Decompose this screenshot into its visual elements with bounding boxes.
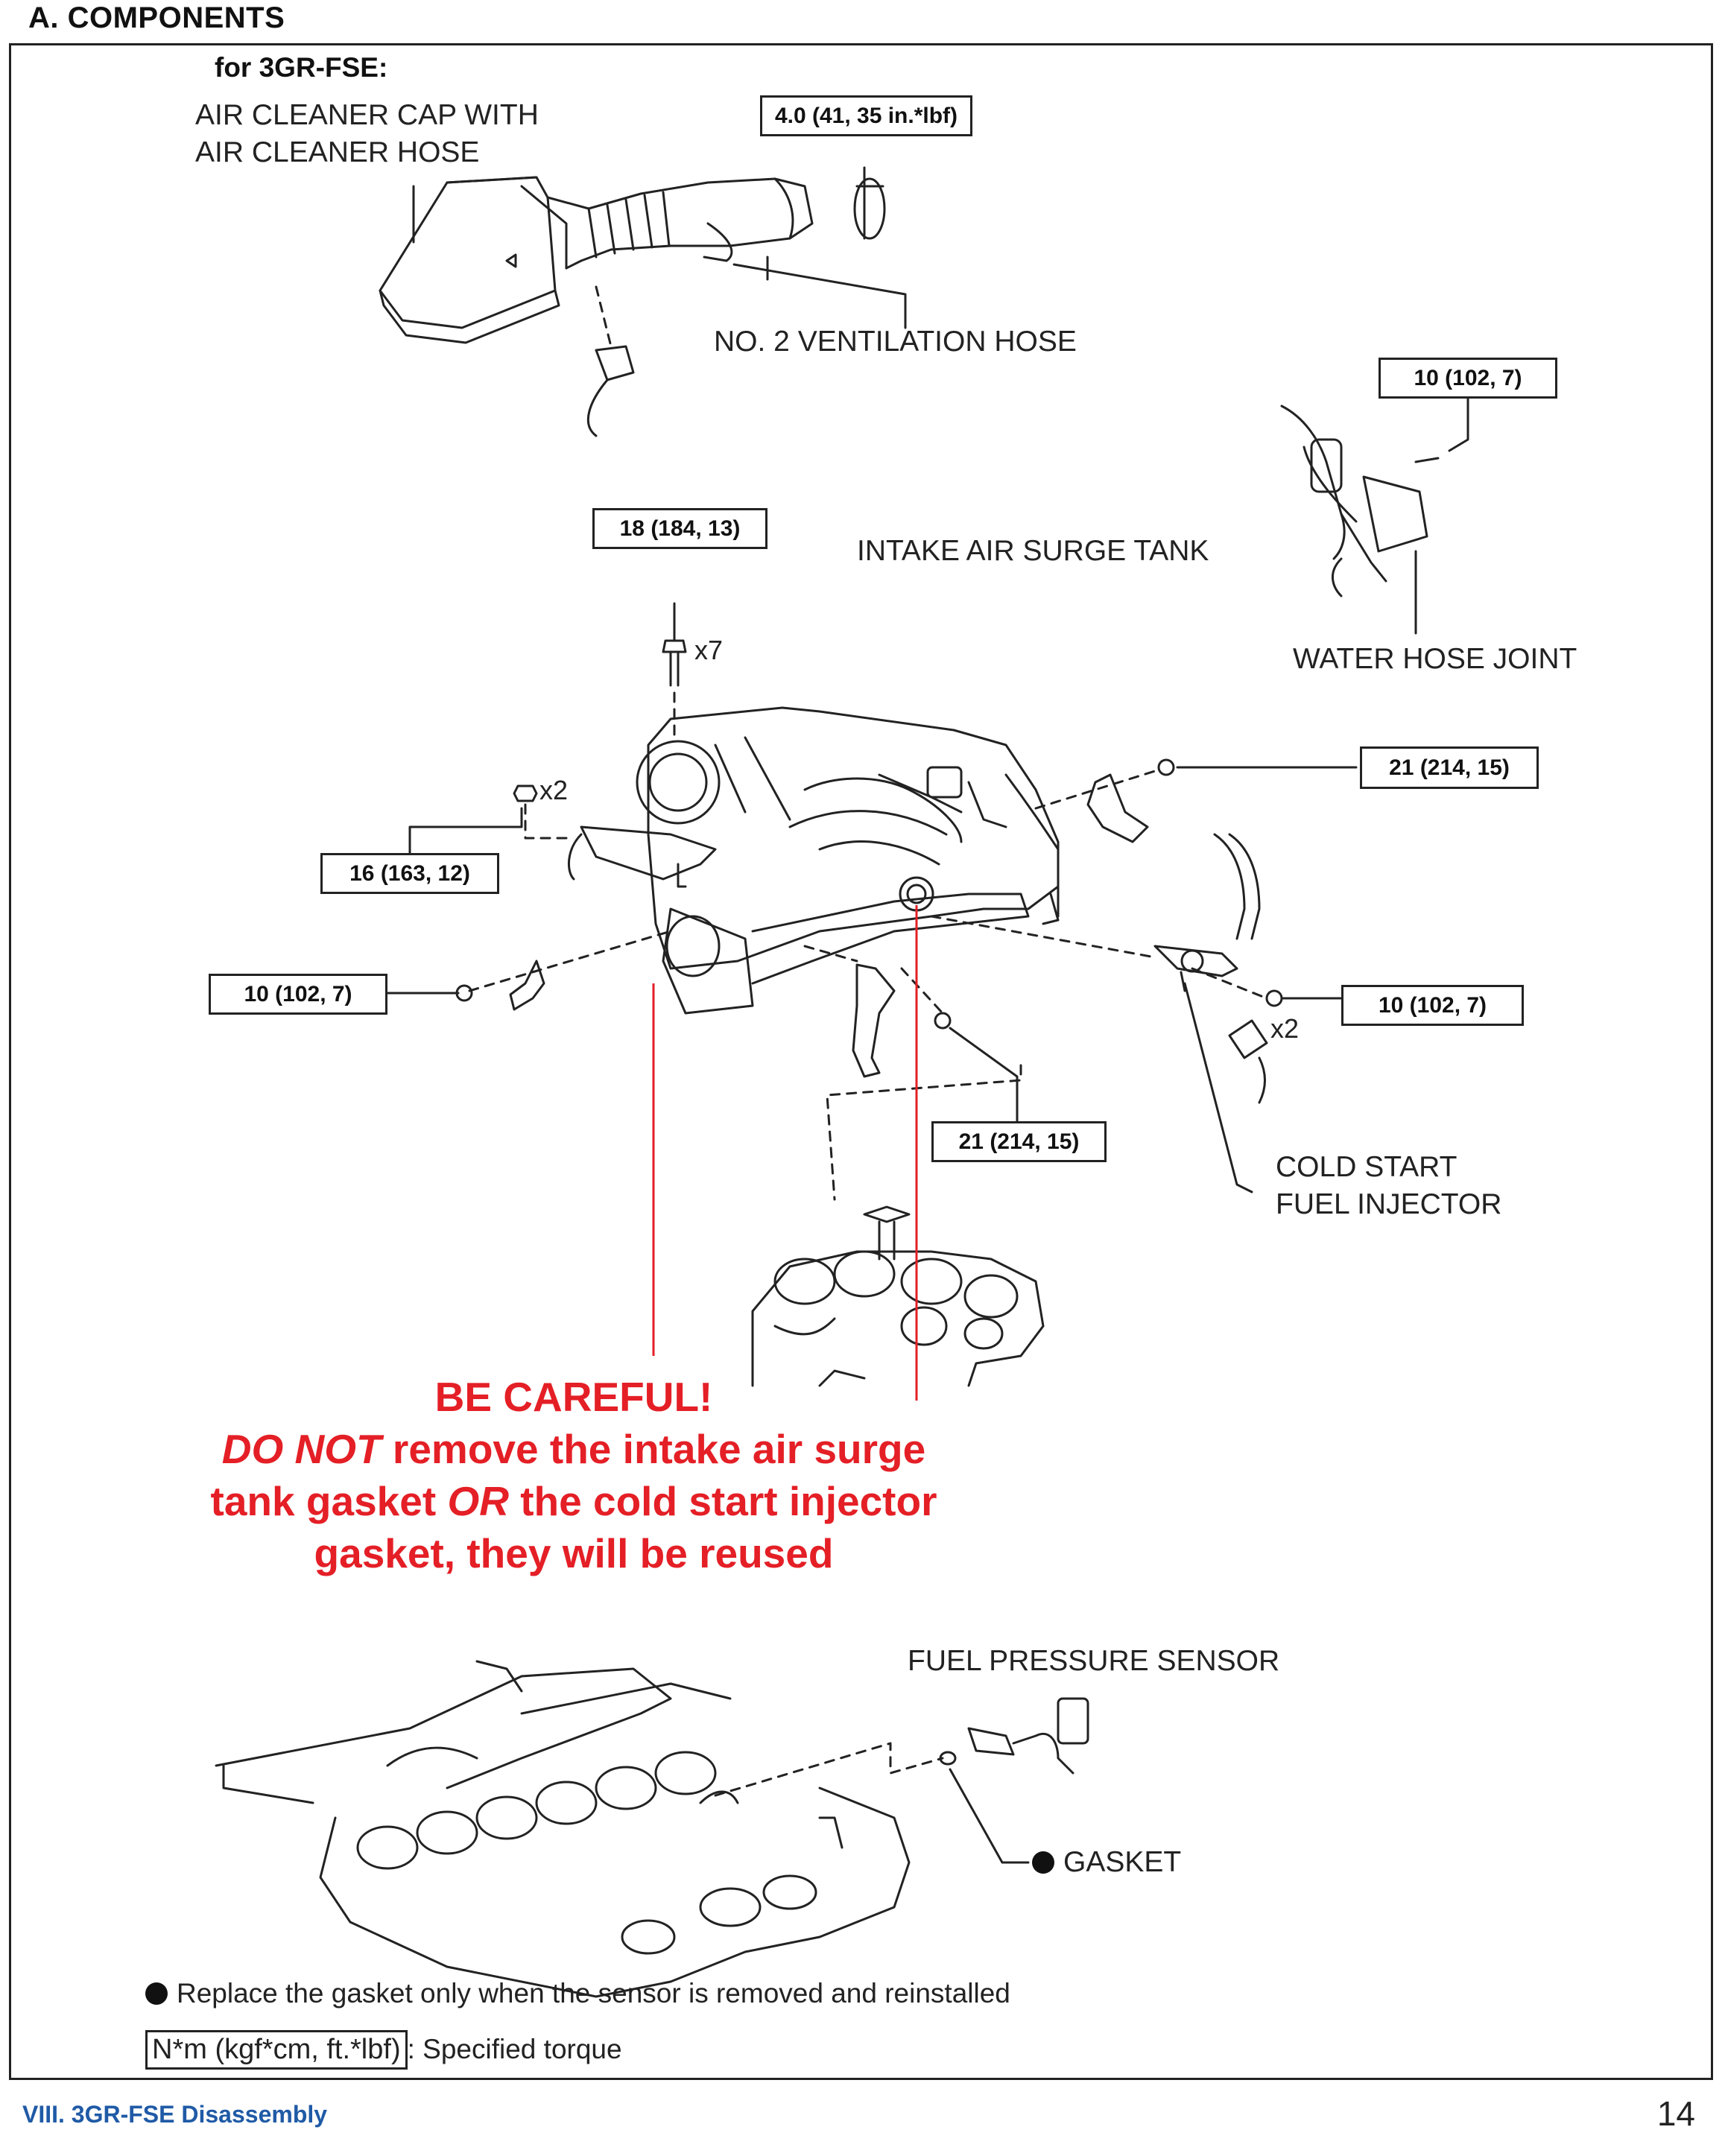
label-gasket: GASKET — [1032, 1844, 1181, 1881]
bottom-engine-drawing — [215, 1660, 911, 1998]
warning-line3-emph: OR — [447, 1478, 509, 1524]
lower-bracket-drawing — [852, 963, 952, 1078]
replace-dot-legend-icon — [145, 1982, 168, 2005]
torque-surge-tank-bolt: 18 (184, 13) — [592, 508, 767, 549]
label-cold-start-line1: COLD START — [1276, 1151, 1457, 1183]
torque-clamp: 4.0 (41, 35 in.*lbf) — [760, 95, 972, 136]
qty-surge-tank-bolts: x7 — [694, 635, 724, 665]
water-hose-joint-drawing — [1280, 405, 1440, 597]
label-intake-air-surge-tank: INTAKE AIR SURGE TANK — [857, 535, 1209, 567]
air-cleaner-cap-drawing — [379, 176, 814, 344]
label-gasket-text: GASKET — [1063, 1846, 1182, 1878]
section-title: A. COMPONENTS — [28, 1, 285, 34]
iat-sensor-drawing — [586, 345, 635, 437]
nut-drawing — [513, 784, 538, 802]
label-cold-start-injector: COLD START FUEL INJECTOR — [1276, 1149, 1501, 1223]
torque-lower-bracket-bolt: 21 (214, 15) — [931, 1121, 1107, 1162]
warning-line3: tank gasket OR the cold start injector — [104, 1475, 1043, 1527]
torque-right-bracket-bolt: 21 (214, 15) — [1360, 746, 1539, 789]
fuel-pressure-sensor-drawing — [939, 1697, 1089, 1775]
warning-line2: DO NOT remove the intake air surge — [104, 1423, 1043, 1475]
engine-variant-label: for 3GR-FSE: — [215, 52, 388, 83]
qty-nuts: x2 — [539, 775, 569, 805]
label-cold-start-line2: FUEL INJECTOR — [1276, 1188, 1502, 1220]
legend-torque-units: N*m (kgf*cm, ft.*lbf) — [145, 2030, 408, 2070]
label-no2-ventilation-hose: NO. 2 VENTILATION HOSE — [714, 326, 1077, 358]
warning-line3-a: tank gasket — [210, 1478, 448, 1524]
hose-clamp-drawing — [853, 166, 886, 240]
page-number: 14 — [1656, 2094, 1695, 2133]
legend-torque-desc: : Specified torque — [407, 2034, 622, 2064]
surge-tank-bolt-drawing — [662, 602, 687, 687]
label-fuel-pressure-sensor: FUEL PRESSURE SENSOR — [908, 1645, 1280, 1677]
legend-replace-text: Replace the gasket only when the sensor … — [177, 1978, 1010, 2008]
warning-line3-b: the cold start injector — [508, 1478, 937, 1524]
torque-water-hose-bolt: 10 (102, 7) — [1379, 358, 1557, 399]
label-water-hose-joint: WATER HOSE JOINT — [1293, 643, 1577, 675]
torque-nut: 16 (163, 12) — [320, 853, 499, 894]
label-air-cleaner-cap: AIR CLEANER CAP WITH AIR CLEANER HOSE — [195, 97, 539, 171]
warning-note: BE CAREFUL! DO NOT remove the intake air… — [104, 1371, 1043, 1579]
torque-injector-bolt: 10 (102, 7) — [1341, 985, 1524, 1026]
warning-line4: gasket, they will be reused — [314, 1530, 834, 1576]
label-air-cleaner-cap-line2: AIR CLEANER HOSE — [195, 136, 480, 168]
cylinder-head-drawing — [751, 1205, 1045, 1387]
qty-injector-bolts: x2 — [1270, 1013, 1300, 1044]
legend-replace-note: Replace the gasket only when the sensor … — [145, 1978, 1010, 2009]
label-air-cleaner-cap-line1: AIR CLEANER CAP WITH — [195, 99, 539, 131]
footer-section-name: VIII. 3GR-FSE Disassembly — [22, 2101, 328, 2128]
right-bracket-drawing — [1086, 758, 1175, 843]
replace-dot-icon — [1032, 1851, 1054, 1874]
surge-tank-drawing — [567, 706, 1060, 1015]
diagram-frame — [9, 43, 1713, 2080]
legend-torque: N*m (kgf*cm, ft.*lbf): Specified torque — [145, 2030, 622, 2070]
warning-title: BE CAREFUL! — [434, 1374, 713, 1420]
torque-left-bracket-bolt: 10 (102, 7) — [209, 974, 387, 1015]
cold-start-injector-drawing — [1153, 833, 1283, 1104]
warning-line2-rest: remove the intake air surge — [381, 1426, 926, 1472]
warning-line2-emph: DO NOT — [221, 1426, 382, 1472]
